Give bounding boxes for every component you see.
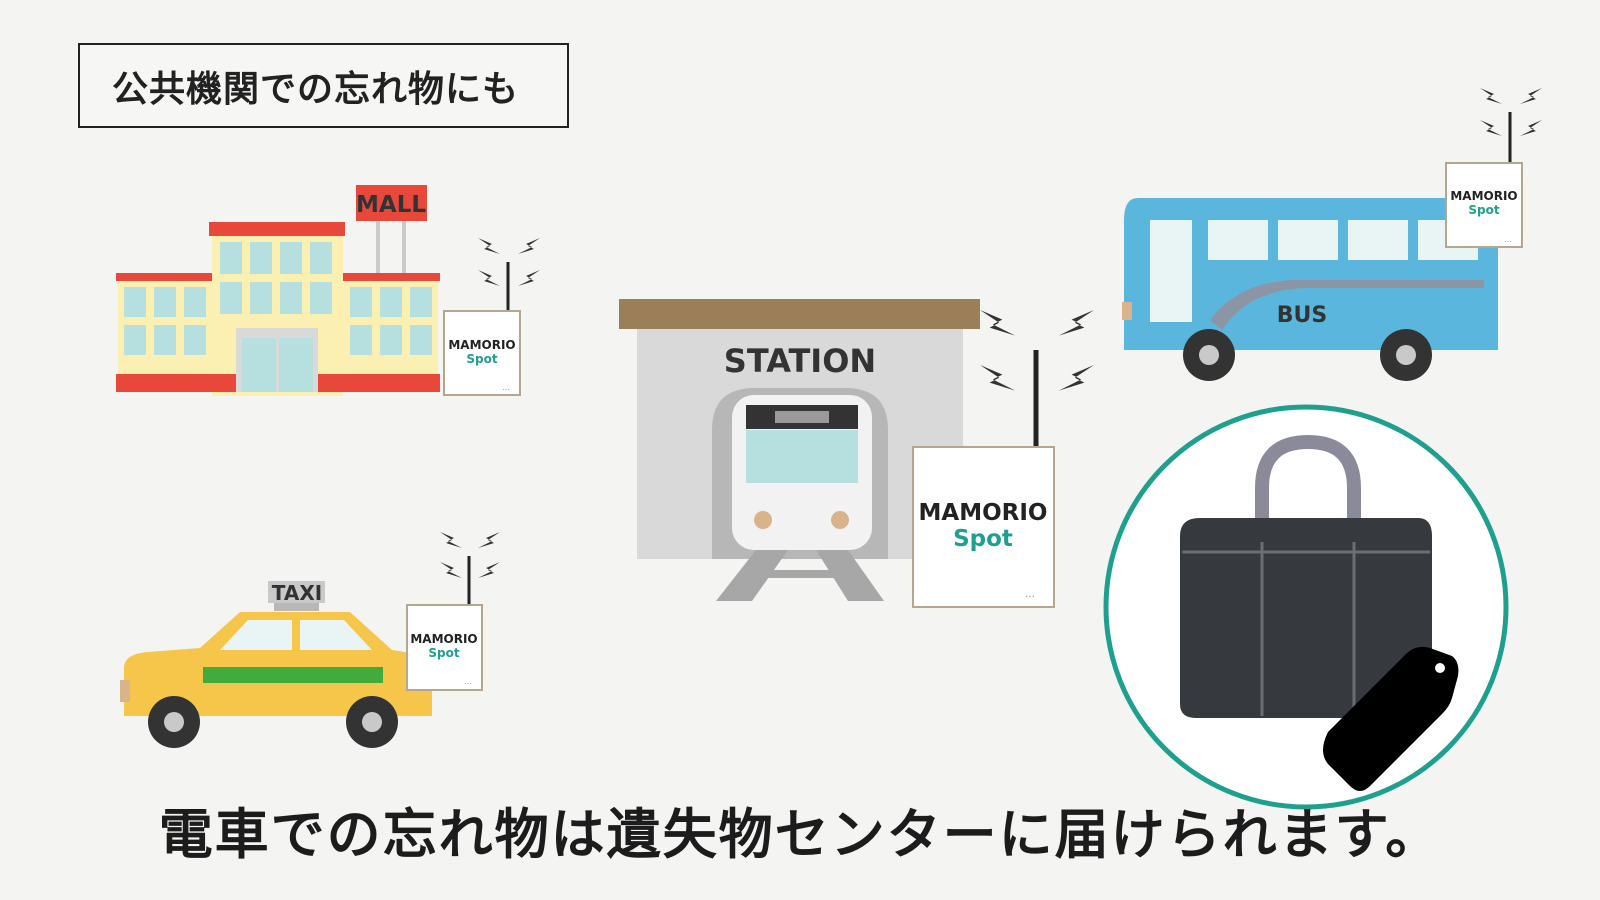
bus-label: BUS [1277,303,1327,328]
title-box: 公共機関での忘れ物にも [78,43,569,128]
svg-text:MAMORIO: MAMORIO [410,632,477,646]
svg-text:…: … [1025,589,1035,600]
taxi-icon: TAXI [120,581,432,748]
taxi-spot-device: MAMORIO Spot … [406,532,500,691]
title-text: 公共機関での忘れ物にも [112,68,520,110]
station-spot-device: MAMORIO Spot … [912,310,1094,608]
svg-text:Spot: Spot [428,646,459,660]
subtitle-caption: 電車での忘れ物は遺失物センターに届けられます。 [158,803,1442,866]
svg-text:MAMORIO: MAMORIO [919,500,1048,526]
svg-text:…: … [1504,235,1512,244]
svg-text:…: … [464,677,472,686]
bus-icon: BUS [1122,198,1498,381]
svg-text:MAMORIO: MAMORIO [1450,189,1517,203]
svg-text:Spot: Spot [953,526,1013,552]
svg-text:Spot: Spot [1468,203,1499,217]
mall-label: MALL [356,192,426,218]
bag-icon [1180,434,1432,718]
tag-icon [1323,646,1459,791]
bus-spot-device: MAMORIO Spot … [1445,88,1542,248]
svg-text:…: … [502,383,510,392]
station-label: STATION [724,342,876,380]
station-train-icon: STATION [619,299,980,601]
taxi-label: TAXI [272,581,322,605]
mall-spot-device: MAMORIO Spot … [443,238,540,396]
spot-product: Spot [466,352,497,366]
bag-circle [1103,404,1509,810]
mall-building-icon: MALL [116,185,440,396]
spot-brand: MAMORIO [448,338,515,352]
